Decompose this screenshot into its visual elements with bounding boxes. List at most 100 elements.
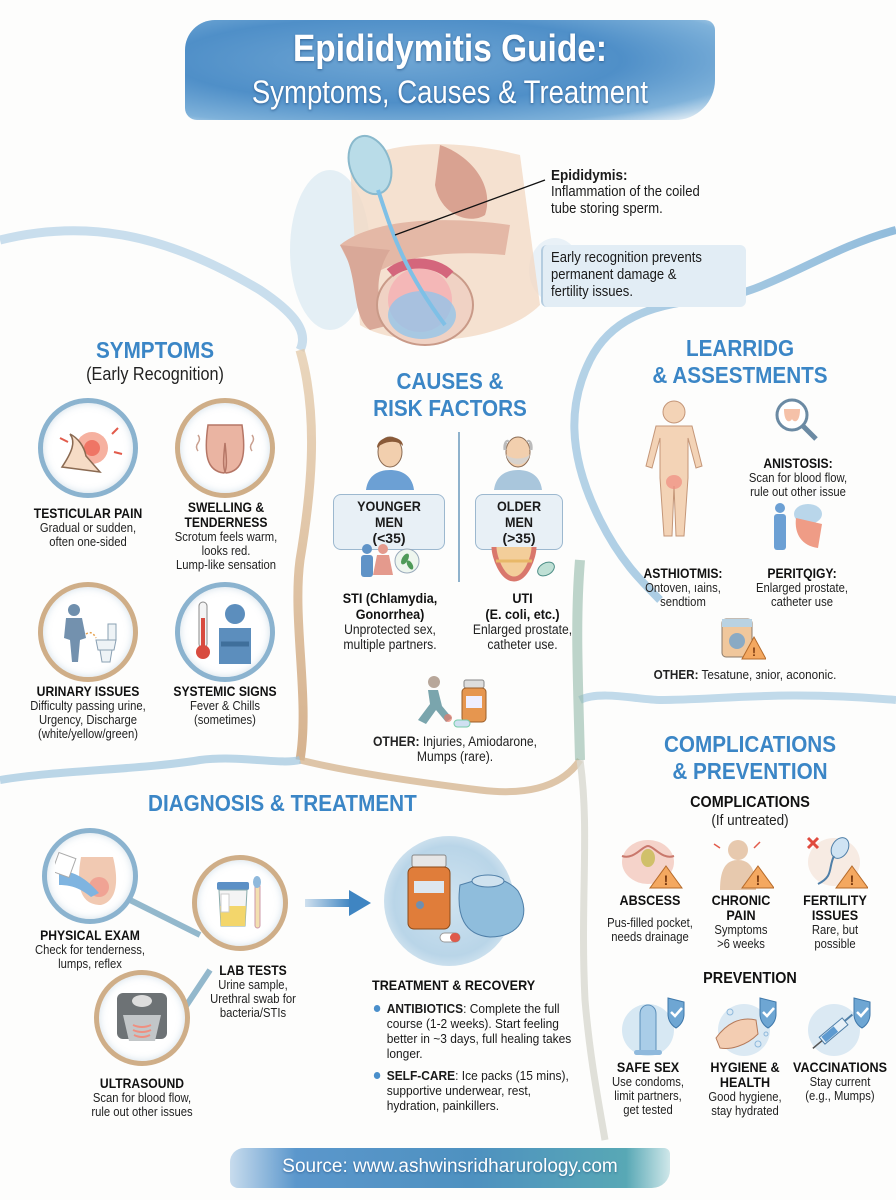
diagnosis-step-desc: Scan for blood flow,: [92, 1091, 192, 1105]
testicular-pain-icon: [38, 398, 138, 498]
prevention-label: HEALTH: [719, 1074, 771, 1090]
complications-heading-line1: COMPLICATIONS: [663, 731, 837, 757]
complications-subsection: COMPLICATIONS (If untreated): [650, 794, 850, 829]
assessment-desc: rule out other issue: [750, 485, 846, 499]
medication-warning-icon: !: [721, 618, 766, 660]
assessment-label: PERITQIGY:: [767, 566, 837, 581]
complication-label: ISSUES: [811, 907, 859, 923]
symptom-swelling: SWELLING & TENDERNESS Scrotum feels warm…: [148, 500, 304, 572]
complication-label: CHRONIC: [711, 892, 771, 908]
diagnosis-step-desc: Urine sample,: [218, 978, 288, 992]
couple-bacteria-icon: [361, 544, 420, 577]
assessment-desc: catheter use: [771, 595, 833, 609]
complication-fertility: FERTILITY ISSUES Rare, but possible: [790, 892, 880, 952]
treatment-item-text: : Complete the full course (1-2 weeks). …: [386, 1001, 572, 1061]
younger-cause-label: STI (Chlamydia,: [342, 590, 438, 606]
callout-line1: Early recognition prevents: [551, 250, 702, 266]
assessments-heading-line1: LEARRIDG: [685, 335, 795, 361]
diagnosis-section-header: DIAGNOSIS & TREATMENT: [148, 790, 448, 817]
page-subtitle: Symptoms, Causes & Treatment: [251, 74, 649, 110]
assessment-asthiotmis: ASTHIOTMIS: Ontoven, ıains, sendtiom: [628, 566, 738, 609]
diagnosis-step-desc: Urethral swab for: [210, 992, 296, 1006]
urinary-issues-icon: [38, 582, 138, 682]
early-recognition-callout: [541, 245, 746, 307]
treatment-item-label: ANTIBIOTICS: [386, 1001, 464, 1016]
symptom-desc: Difficulty passing urine,: [30, 699, 146, 713]
causes-section-header: CAUSES & RISK FACTORS: [330, 368, 570, 422]
older-men-badge: OLDER MEN (>35): [475, 494, 563, 550]
younger-cause-desc: Unprotected sex,: [344, 622, 436, 637]
symptom-desc: Urgency, Discharge: [39, 713, 137, 727]
assessment-desc: Enlarged prostate,: [756, 581, 848, 595]
symptoms-heading: SYMPTOMS: [95, 337, 215, 363]
injury-medication-icon: [418, 676, 487, 728]
symptom-urinary-issues: URINARY ISSUES Difficulty passing urine,…: [0, 684, 176, 741]
complication-label: PAIN: [726, 907, 756, 923]
prevention-desc: stay hydrated: [711, 1104, 779, 1118]
svg-text:!: !: [756, 872, 761, 888]
condom-icon: [622, 997, 685, 1056]
complication-desc: Rare, but: [811, 923, 859, 937]
svg-text:!: !: [850, 872, 855, 888]
symptom-desc: often one-sided: [49, 535, 127, 549]
assessments-section-header: LEARRIDG & ASSESTMENTS: [630, 335, 850, 389]
prevention-label: VACCINATIONS: [792, 1059, 888, 1075]
older-cause-desc: catheter use.: [487, 637, 558, 652]
assessment-other-text: Tesatune, зnior, acononic.: [698, 667, 837, 682]
complication-desc: needs drainage: [611, 930, 689, 944]
other-causes-label: OTHER:: [372, 734, 420, 749]
prevention-desc: Use condoms,: [612, 1075, 684, 1089]
symptom-label: SWELLING &: [187, 500, 265, 515]
complication-chronic-pain: CHRONIC PAIN Symptoms >6 weeks: [698, 892, 784, 952]
treatment-list: ANTIBIOTICS: Complete the full course (1…: [372, 1001, 592, 1113]
magnifier-icon: [775, 398, 818, 441]
other-causes: OTHER: Injuries, Amiodarone, Mumps (rare…: [355, 734, 555, 764]
symptom-desc: (white/yellow/green): [37, 727, 139, 741]
early-recognition-text: Early recognition prevents permanent dam…: [551, 250, 761, 301]
older-man-avatar: [494, 436, 542, 490]
prevention-desc: Stay current: [809, 1075, 871, 1089]
diagnosis-step-desc: rule out other issues: [91, 1105, 193, 1119]
younger-cause: STI (Chlamydia, Gonorrhea) Unprotected s…: [325, 590, 455, 652]
complications-note: (If untreated): [711, 812, 789, 829]
complication-desc: Pus-filled pocket,: [607, 916, 693, 930]
assessment-label: ASTHIOTMIS:: [643, 566, 723, 581]
symptom-desc: Lump-like sensation: [175, 558, 277, 572]
assessment-other: OTHER: Tesatune, зnior, acononic.: [630, 668, 860, 682]
assessment-other-label: OTHER:: [653, 667, 699, 682]
fertility-icon: !: [806, 836, 868, 889]
diagnosis-ultrasound: ULTRASOUND Scan for blood flow, rule out…: [62, 1076, 222, 1119]
source-link[interactable]: Source: www.ashwinsridharurology.com: [282, 1156, 618, 1177]
complication-abscess: ABSCESS Pus-filled pocket, needs drainag…: [600, 892, 700, 945]
symptom-testicular-pain: TESTICULAR PAIN Gradual or sudden, often…: [10, 506, 166, 549]
symptom-desc: Gradual or sudden,: [39, 521, 137, 535]
diagnosis-step-desc: Check for tenderness,: [34, 943, 146, 957]
older-men-label: OLDER MEN: [496, 498, 542, 530]
assessments-heading-line2: & ASSESTMENTS: [652, 362, 828, 388]
chronic-pain-icon: !: [713, 840, 774, 890]
prevention-vaccinations: VACCINATIONS Stay current (e.g., Mumps): [784, 1059, 896, 1104]
younger-men-label: YOUNGER MEN: [357, 498, 421, 530]
thermometer-chills-icon: [175, 582, 275, 682]
epididymis-label: Epididymis: Inflammation of the coiled t…: [551, 167, 751, 218]
causes-divider: [458, 432, 460, 582]
causes-heading-line2: RISK FACTORS: [373, 395, 527, 421]
diagnosis-step-desc: bacteria/STIs: [219, 1006, 287, 1020]
younger-man-avatar: [366, 436, 414, 490]
symptom-label: TESTICULAR PAIN: [33, 506, 143, 521]
older-cause: UTI (E. coli, etc.) Enlarged prostate, c…: [465, 590, 580, 652]
bladder-bacteria-icon: [491, 546, 555, 582]
complication-label: FERTILITY: [803, 892, 867, 908]
medication-icepack-icon: [407, 854, 525, 943]
treatment-item-label: SELF-CARE: [386, 1068, 456, 1083]
complication-label: ABSCESS: [619, 892, 681, 908]
assessment-desc: sendtiom: [660, 595, 706, 609]
page-title: Epididymitis Guide:: [293, 28, 607, 70]
lab-tests-icon: [192, 855, 288, 951]
symptom-label: TENDERNESS: [184, 515, 268, 530]
older-cause-label: (E. coli, etc.): [485, 606, 560, 622]
abscess-icon: !: [621, 840, 683, 889]
older-cause-desc: Enlarged prostate,: [472, 622, 573, 637]
prevention-label: HYGIENE &: [710, 1059, 780, 1075]
diagnosis-heading: DIAGNOSIS & TREATMENT: [148, 790, 417, 816]
